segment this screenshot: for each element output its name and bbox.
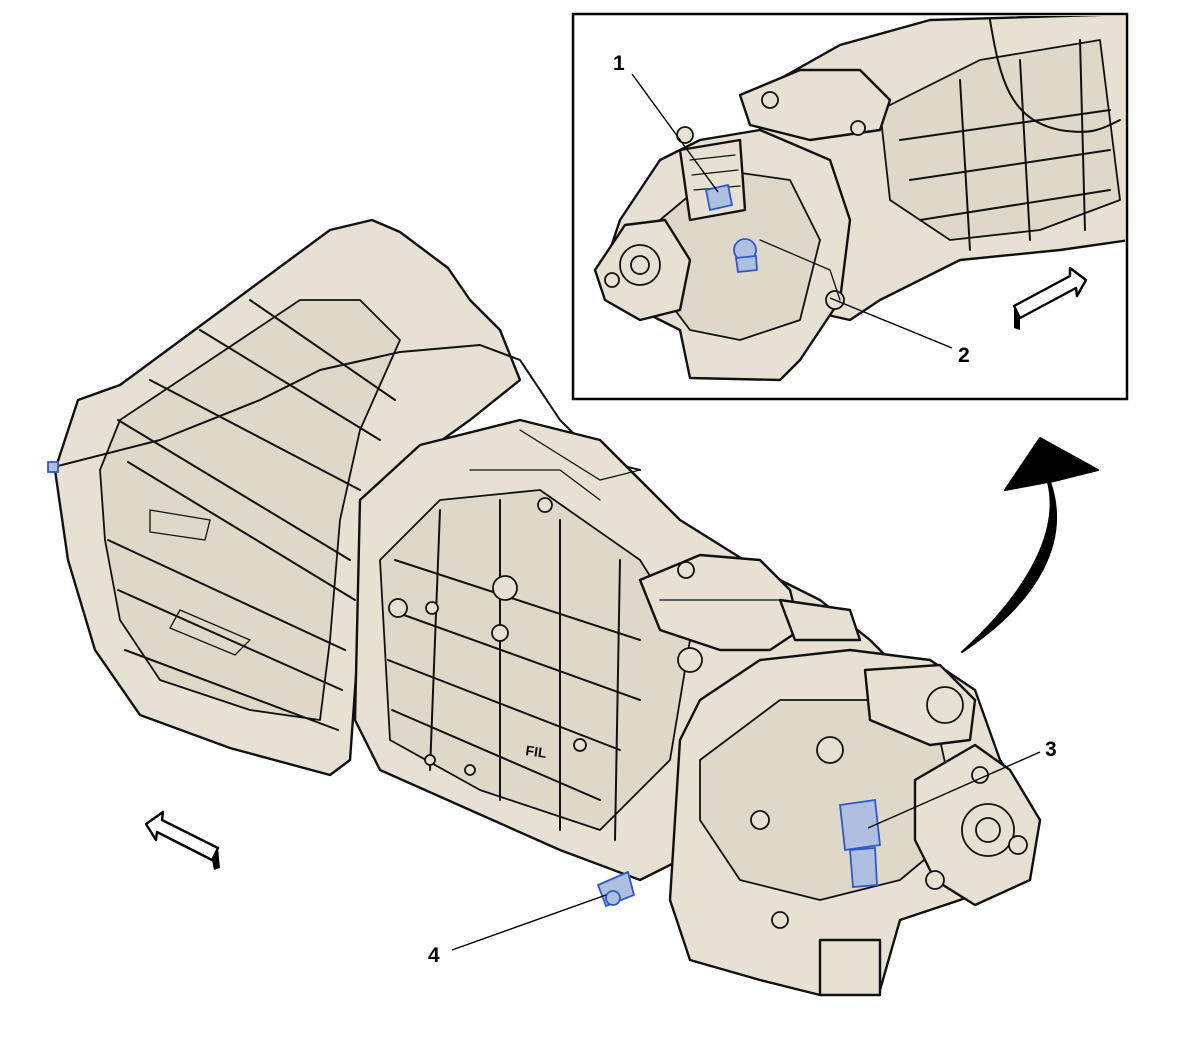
callout-3: 3 [867, 738, 1057, 829]
sensor-4-highlight [596, 870, 636, 908]
inset-sensor-2-highlight [733, 238, 758, 273]
tube-end-highlight [47, 461, 59, 473]
callout-label-3: 3 [1045, 738, 1057, 761]
callout-label-2: 2 [958, 344, 970, 367]
callout-4: 4 [428, 894, 607, 967]
front-direction-arrow-icon [1012, 266, 1088, 330]
curved-arrow-icon [961, 437, 1099, 653]
callout-2: 2 [829, 297, 970, 367]
front-direction-arrow-icon [144, 810, 220, 870]
inset-sensor-1-highlight [704, 183, 734, 212]
transmission-main-view: FIL [47, 218, 1042, 997]
detail-inset [571, 12, 1129, 401]
callout-label-1: 1 [613, 52, 625, 75]
callout-1: 1 [613, 52, 719, 193]
callout-label-4: 4 [428, 944, 440, 967]
cast-text: FIL [525, 742, 548, 761]
sensor-3-highlight [839, 798, 881, 888]
